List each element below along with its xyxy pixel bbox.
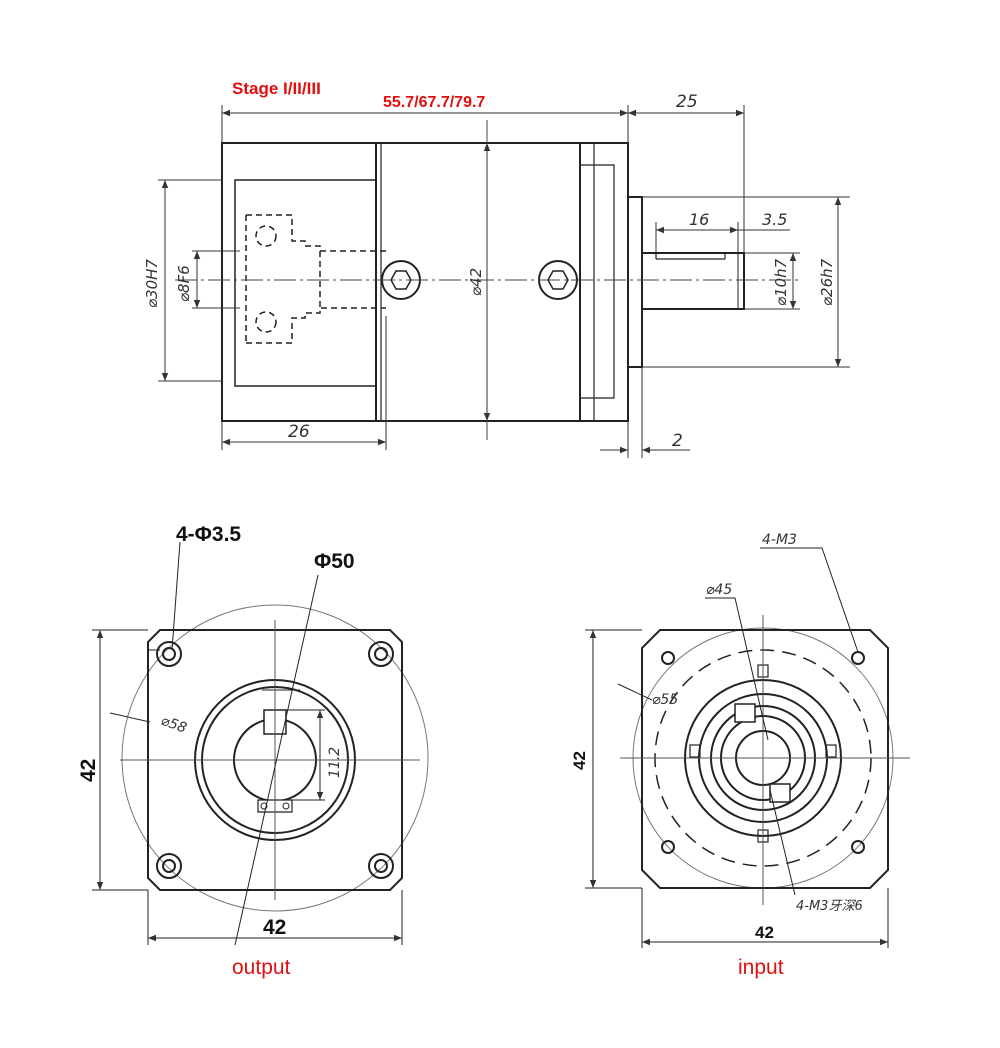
dim-26-label: 26 (288, 422, 310, 442)
input-shaft (641, 252, 745, 310)
dim-3-5-label: 3.5 (762, 210, 787, 229)
dia-55-label: ⌀55 (652, 692, 678, 708)
stage-label: Stage I/II/III (232, 79, 321, 98)
dia-42-label: ⌀42 (467, 268, 485, 296)
dim-25-label: 25 (676, 92, 698, 112)
mount-hole-icon (661, 651, 865, 854)
input-holes-label: 4-M3 (762, 532, 797, 548)
dim-16-label: 16 (689, 210, 709, 229)
dia-8f6-label: ⌀8F6 (175, 265, 193, 302)
outer-circle-58 (121, 604, 429, 912)
shaft-boss (627, 196, 643, 368)
output-width-label: 42 (263, 916, 286, 939)
input-screws-label: 4-M3牙深6 (796, 899, 863, 914)
output-square-body (147, 629, 403, 891)
dia-26h7-label: ⌀26h7 (818, 258, 836, 306)
dia-58-label: ⌀58 (159, 713, 189, 737)
input-square-body (641, 629, 889, 889)
output-recess (234, 179, 376, 387)
dia-10h7-label: ⌀10h7 (772, 258, 790, 306)
output-height-label: 42 (77, 759, 100, 782)
input-label: input (738, 956, 784, 979)
dim-11-2-label: 11.2 (327, 747, 343, 778)
input-height-label: 42 (570, 751, 589, 770)
dim-2-label: 2 (672, 431, 683, 451)
gearbox-housing (221, 142, 581, 422)
output-pcd-label: Φ50 (314, 550, 355, 573)
dia-30h7-label: ⌀30H7 (143, 259, 161, 308)
input-flange (579, 142, 629, 422)
input-view (585, 547, 910, 948)
input-width-label: 42 (755, 923, 774, 942)
dia-45-label: ⌀45 (706, 582, 732, 598)
side-view-dimensions (158, 105, 850, 458)
mount-hole-icon (156, 641, 394, 879)
output-label: output (232, 956, 291, 979)
output-holes-label: 4-Φ3.5 (176, 523, 241, 546)
hidden-coupling (245, 214, 386, 344)
total-length-label: 55.7/67.7/79.7 (383, 94, 485, 111)
output-view (92, 541, 429, 946)
